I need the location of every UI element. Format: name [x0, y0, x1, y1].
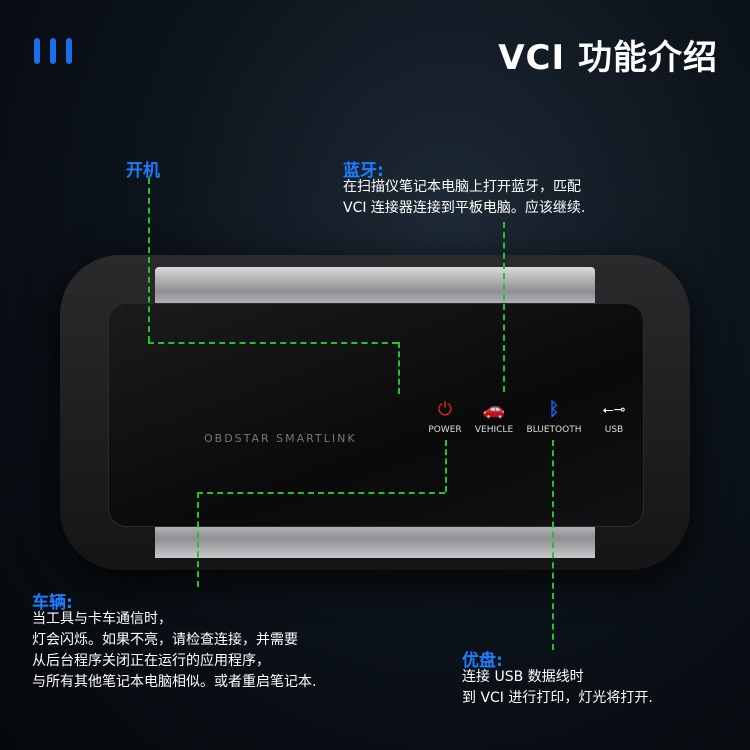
car-icon: 🚗: [482, 399, 506, 420]
usb-desc: 连接 USB 数据线时 到 VCI 进行打印，灯光将打开.: [462, 667, 653, 709]
desc-line: 连接 USB 数据线时: [462, 669, 584, 685]
usb-title: 优盘:: [462, 651, 503, 671]
bluetooth-title: 蓝牙:: [343, 161, 384, 181]
led-label: VEHICLE: [474, 425, 514, 435]
usb-icon: ⭠⊸: [602, 402, 626, 418]
power-icon: ⏻: [437, 399, 453, 420]
vehicle-title: 车辆:: [32, 593, 73, 613]
desc-line: VCI 连接器连接到平板电脑。应该继续.: [343, 200, 586, 216]
bluetooth-line: [503, 222, 505, 392]
bluetooth-icon: ᛒ: [548, 399, 560, 420]
bluetooth-desc: 在扫描仪笔记本电脑上打开蓝牙，匹配 VCI 连接器连接到平板电脑。应该继续.: [343, 177, 585, 219]
desc-line: 到 VCI 进行打印，灯光将打开.: [462, 690, 653, 706]
page-title: VCI 功能介绍: [498, 38, 718, 78]
brand-text: OBDSTAR SMARTLINK: [204, 432, 357, 445]
desc-line: 灯会闪烁。如果不亮，请检查连接，并需要: [32, 632, 298, 648]
led-label: USB: [604, 425, 624, 435]
desc-line: 当工具与卡车通信时，: [32, 611, 172, 627]
power-line-v2: [398, 342, 400, 394]
power-line-h: [148, 342, 398, 344]
vehicle-desc: 当工具与卡车通信时， 灯会闪烁。如果不亮，请检查连接，并需要 从后台程序关闭正在…: [32, 609, 316, 693]
power-line-v1: [148, 178, 150, 342]
led-label: BLUETOOTH: [526, 425, 582, 435]
decor-bars: [34, 38, 72, 64]
led-usb: ⭠⊸ USB: [579, 399, 649, 435]
vehicle-line-h: [197, 492, 445, 494]
usb-line: [552, 440, 554, 650]
led-bluetooth: ᛒ BLUETOOTH: [519, 399, 589, 435]
vehicle-line-v1: [445, 440, 447, 492]
power-title: 开机: [126, 161, 160, 181]
led-label: POWER: [428, 425, 462, 435]
vci-device: OBDSTAR SMARTLINK ⏻ POWER 🚗 VEHICLE ᛒ BL…: [60, 255, 690, 570]
desc-line: 在扫描仪笔记本电脑上打开蓝牙，匹配: [343, 179, 581, 195]
desc-line: 从后台程序关闭正在运行的应用程序，: [32, 653, 270, 669]
device-panel: OBDSTAR SMARTLINK ⏻ POWER 🚗 VEHICLE ᛒ BL…: [108, 303, 644, 527]
led-vehicle: 🚗 VEHICLE: [459, 399, 529, 435]
vehicle-line-v2: [197, 492, 199, 587]
led-power: ⏻ POWER: [410, 399, 480, 435]
desc-line: 与所有其他笔记本电脑相似。或者重启笔记本.: [32, 674, 317, 690]
